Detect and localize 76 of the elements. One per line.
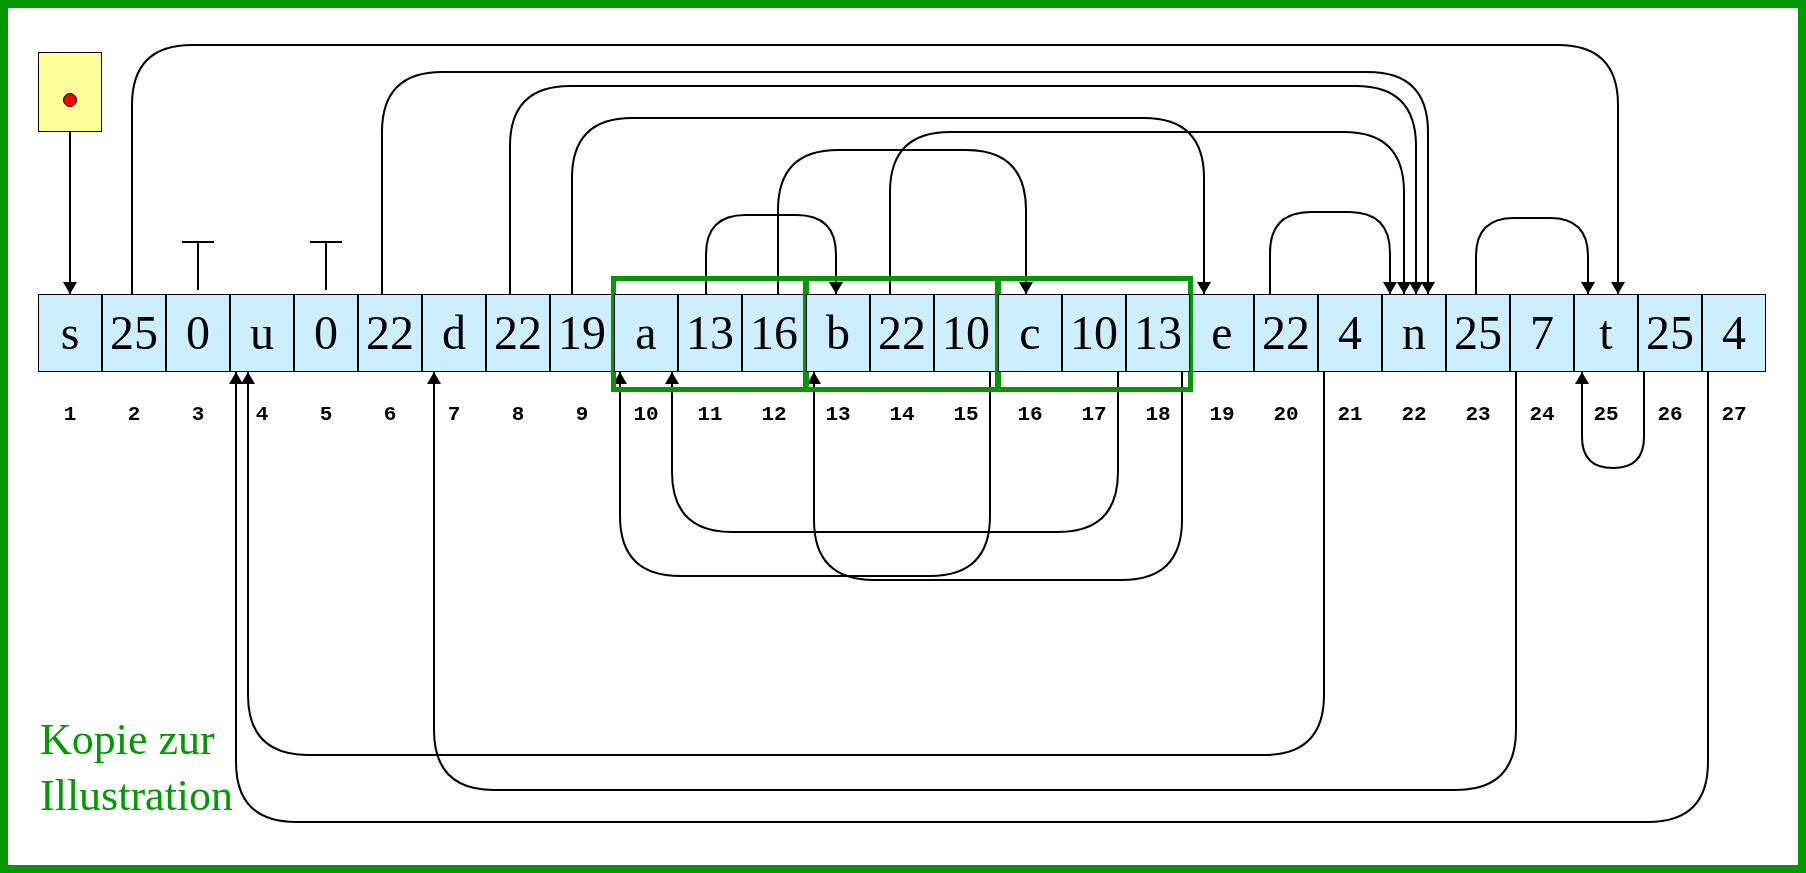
root-pointer-box (38, 52, 102, 132)
group-outline (611, 276, 809, 392)
memory-cell: 0 (294, 294, 358, 372)
memory-cell: 22 (1254, 294, 1318, 372)
index-number: 15 (952, 403, 980, 426)
group-outline (995, 276, 1193, 392)
pointer-arrow (381, 71, 1435, 295)
pointer-arrow (889, 131, 1411, 295)
pointer-arrow (509, 85, 1423, 295)
memory-cell: 13 (678, 294, 742, 372)
pointer-arrow (427, 371, 1517, 791)
index-number: 3 (190, 403, 206, 426)
memory-cell: 19 (550, 294, 614, 372)
index-number: 20 (1272, 403, 1300, 426)
memory-cell: 10 (1062, 294, 1126, 372)
index-number: 2 (126, 403, 142, 426)
index-number: 11 (696, 403, 724, 426)
memory-cell: t (1574, 294, 1638, 372)
index-number: 14 (888, 403, 916, 426)
index-number: 10 (632, 403, 660, 426)
memory-cell: 25 (1446, 294, 1510, 372)
index-number: 26 (1656, 403, 1684, 426)
memory-cell: d (422, 294, 486, 372)
memory-cell: 22 (358, 294, 422, 372)
group-outline (803, 276, 1001, 392)
memory-cell: 4 (1702, 294, 1766, 372)
memory-cell: 25 (102, 294, 166, 372)
memory-cell: 25 (1638, 294, 1702, 372)
index-number: 13 (824, 403, 852, 426)
pointer-arrow (1575, 371, 1645, 469)
pointer-arrow (63, 131, 77, 295)
pointer-arrow (665, 371, 1119, 533)
note-text: Kopie zur Illustration (40, 714, 235, 822)
memory-cell: 16 (742, 294, 806, 372)
memory-cell: c (998, 294, 1062, 372)
memory-cell: 4 (1318, 294, 1382, 372)
pointer-arrow (1475, 217, 1595, 295)
index-number: 6 (382, 403, 398, 426)
memory-cell: 0 (166, 294, 230, 372)
index-number: 1 (62, 403, 78, 426)
memory-cell: 13 (1126, 294, 1190, 372)
pointer-arrow (229, 371, 1709, 823)
index-number: 8 (510, 403, 526, 426)
memory-cell: 22 (870, 294, 934, 372)
index-number: 16 (1016, 403, 1044, 426)
pointer-arrow (807, 371, 1183, 581)
memory-cell: u (230, 294, 294, 372)
index-number: 21 (1336, 403, 1364, 426)
memory-cell: b (806, 294, 870, 372)
memory-cell: n (1382, 294, 1446, 372)
index-number: 17 (1080, 403, 1108, 426)
pointer-arrow (241, 371, 1325, 756)
index-number: 23 (1464, 403, 1492, 426)
pointer-arrow (777, 149, 1033, 295)
index-number: 22 (1400, 403, 1428, 426)
index-number: 18 (1144, 403, 1172, 426)
pointer-arrow (613, 371, 991, 577)
pointer-arrow (571, 117, 1211, 295)
memory-cell: 10 (934, 294, 998, 372)
memory-cell: 22 (486, 294, 550, 372)
memory-cell: s (38, 294, 102, 372)
index-number: 12 (760, 403, 788, 426)
index-number: 9 (574, 403, 590, 426)
index-number: 24 (1528, 403, 1556, 426)
index-number: 19 (1208, 403, 1236, 426)
index-number: 25 (1592, 403, 1620, 426)
memory-cell: 7 (1510, 294, 1574, 372)
pointer-arrow (1269, 211, 1397, 295)
index-number: 7 (446, 403, 462, 426)
pointer-arrow (131, 44, 1625, 295)
index-number: 27 (1720, 403, 1748, 426)
pointer-arrow (705, 214, 843, 295)
memory-cell: e (1190, 294, 1254, 372)
index-number: 5 (318, 403, 334, 426)
index-number: 4 (254, 403, 270, 426)
memory-cell: a (614, 294, 678, 372)
